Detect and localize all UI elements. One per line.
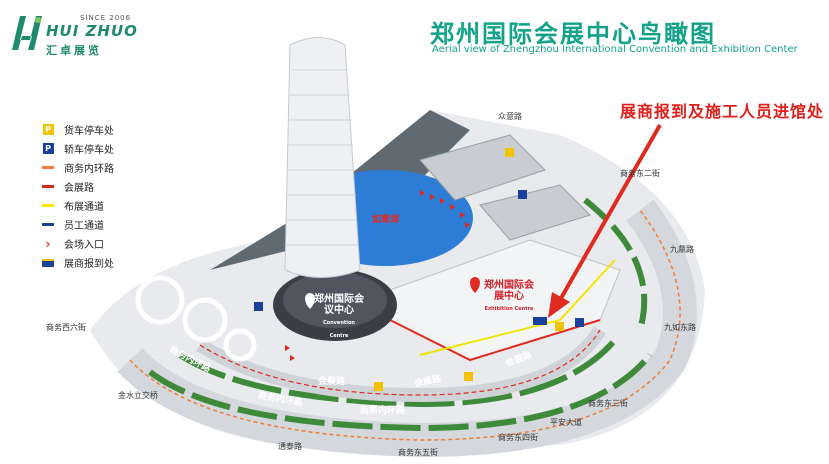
exhibition-center-name: 郑州国际会展中心 — [484, 280, 534, 302]
freight-parking-icon: P — [42, 124, 54, 135]
road-label-shangwu-east-5: 商务东五街 — [398, 448, 438, 457]
page-title: 郑州国际会展中心鸟瞰图 — [430, 20, 716, 48]
venue-entrance-icon: › — [45, 236, 51, 251]
legend-label: 会展路 — [64, 183, 94, 194]
exhibition-passage-icon — [42, 204, 54, 207]
road-label-jiuru-east: 九如东路 — [664, 323, 696, 332]
map-pin-icon — [470, 277, 480, 293]
ring-label-inner-3: 商务内环路 — [360, 406, 406, 416]
exhibition-road-icon — [42, 185, 54, 188]
page-subtitle: Aerial view of Zhengzhou International C… — [432, 44, 798, 55]
road-label-jiuding: 九鼎路 — [670, 245, 694, 254]
legend-label: 商务内环路 — [64, 164, 114, 175]
legend-label: 布展通道 — [64, 202, 104, 213]
tower — [284, 37, 361, 278]
legend-label: 货车停车处 — [64, 126, 114, 137]
map-pin-icon — [305, 293, 315, 309]
green-belt-inner — [178, 338, 618, 408]
car-parking-icon: P — [42, 143, 54, 154]
legend-label: 轿车停车处 — [64, 145, 114, 156]
road-label-shangwu-west-6: 商务西六街 — [46, 323, 86, 332]
convention-center-name: 郑州国际会议中心 — [314, 294, 364, 316]
legend-item: › 会场入口 — [40, 234, 220, 253]
logo-since: SINCE 2006 — [80, 14, 132, 22]
staff-passage-icon — [42, 223, 54, 226]
checkin-marker — [533, 317, 547, 325]
road-label-shangwu-east-2: 商务东二街 — [620, 169, 660, 178]
legend-item: 商务内环路 — [40, 158, 220, 177]
road-label-tongtai: 通泰路 — [278, 442, 302, 451]
logo-name-cn: 汇卓展览 — [46, 44, 102, 57]
map-legend: P 货车停车处 P 轿车停车处 商务内环路 会展路 布展通道 员工通道 › 会场… — [40, 120, 220, 272]
parking-lot-east — [479, 184, 591, 241]
road-label-jinshui-li: 金水立交桥 — [118, 391, 158, 400]
callout-arrow-head — [548, 292, 570, 318]
legend-item: P 轿车停车处 — [40, 139, 220, 158]
exhibition-center-label: 郑州国际会展中心 Exhibition Centre — [484, 280, 534, 315]
legend-item: 展商报到处 — [40, 253, 220, 272]
exhibition-center-en: Exhibition Centre — [484, 306, 534, 312]
callout-arrow-line — [558, 124, 662, 301]
legend-label: 会场入口 — [64, 240, 104, 251]
exhibitor-checkin-icon — [42, 258, 54, 267]
convention-center-en: Convention Centre — [323, 320, 355, 339]
entrance-chevrons — [285, 190, 470, 361]
checkin-callout: 展商报到及施工人员进馆处 — [620, 102, 825, 121]
inner-ring-road-icon — [42, 166, 54, 169]
logo-mark-icon — [12, 16, 42, 50]
green-belt-outer — [148, 353, 653, 432]
road-label-shangwu-east-3: 商务东三街 — [588, 399, 628, 408]
legend-item: 布展通道 — [40, 196, 220, 215]
legend-label: 展商报到处 — [64, 259, 114, 270]
road-label-zhongyi: 众意路 — [498, 112, 522, 121]
convention-center-label: 郑州国际会议中心 Convention Centre — [314, 294, 364, 342]
road-label-shangwu-east-4: 商务东四街 — [498, 433, 538, 442]
huizhuo-logo — [8, 10, 148, 60]
road-label-pingan: 平安大道 — [550, 418, 582, 427]
logo-name-en: HUI ZHUO — [46, 22, 138, 40]
legend-item: P 货车停车处 — [40, 120, 220, 139]
lake-label: 如意湖 — [372, 215, 400, 225]
legend-item: 会展路 — [40, 177, 220, 196]
legend-label: 员工通道 — [64, 221, 104, 232]
interchange — [135, 275, 257, 362]
ring-label-expo-1: 会展路 — [318, 377, 346, 387]
legend-item: 员工通道 — [40, 215, 220, 234]
